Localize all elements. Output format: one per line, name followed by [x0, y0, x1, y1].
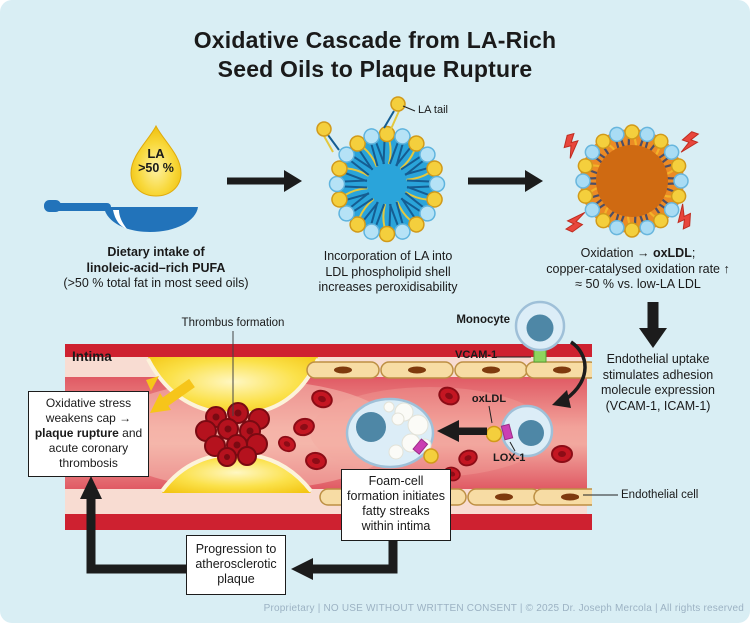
lox1-receptor — [500, 423, 514, 441]
flow-arrow-1 — [227, 170, 302, 192]
la-tail-callout-line — [402, 105, 416, 112]
oxldl-bound-particle — [485, 425, 503, 443]
progression-box: Progression to atherosclerotic plaque — [186, 535, 286, 595]
lox-callout-line — [509, 441, 516, 452]
feedback-arrow-foam-to-progression — [291, 540, 398, 580]
feedback-arrow-progression-to-rupture — [80, 476, 187, 574]
oxldl-particle — [560, 123, 701, 239]
endothelial-uptake-note: Endothelial uptake stimulates adhesion m… — [601, 352, 715, 413]
la-tail-label: LA tail — [418, 104, 448, 116]
rupture-box: Oxidative stress weakens cap → plaque ru… — [28, 391, 149, 477]
monocyte-label: Monocyte — [456, 314, 510, 326]
monocyte — [514, 300, 566, 352]
flow-arrow-down — [639, 302, 667, 348]
foam-cell-box: Foam-cell formation initiates fatty stre… — [341, 469, 451, 541]
thrombus-cluster — [195, 402, 270, 467]
endothelial-cell-label: Endothelial cell — [621, 489, 699, 501]
ldl-particle — [316, 96, 446, 243]
endothelial-row-bottom — [319, 488, 592, 506]
caption-dietary-intake: Dietary intake of linoleic-acid–rich PUF… — [63, 245, 249, 290]
plaque-rupture-arrow — [146, 376, 195, 413]
caption-oxidation: Oxidation → oxLDL; copper-catalysed oxid… — [546, 246, 730, 291]
artery-wall-top — [65, 344, 592, 357]
frying-pan — [44, 200, 198, 232]
lox1-label: LOX-1 — [493, 452, 526, 464]
monocyte-in-vessel — [485, 404, 554, 458]
droplet-label: LA >50 % — [138, 146, 174, 176]
title-line2: Seed Oils to Plaque Rupture — [217, 56, 533, 82]
flow-arrow-2 — [468, 170, 543, 192]
vcam-label: VCAM-1 — [455, 349, 498, 361]
copyright-footer: Proprietary | NO USE WITHOUT WRITTEN CON… — [263, 603, 744, 614]
free-phospholipids — [316, 96, 406, 153]
oxldl-label: oxLDL — [471, 393, 507, 405]
foam-formation-arrow — [437, 420, 487, 442]
thrombus-formation-label: Thrombus formation — [181, 317, 285, 329]
caption-ldl-incorporation: Incorporation of LA into LDL phospholipi… — [318, 249, 458, 294]
monocyte-entry-arrow — [552, 340, 587, 408]
oil-droplet — [130, 124, 182, 197]
title-line1: Oxidative Cascade from LA-Rich — [193, 27, 557, 53]
page-title: Oxidative Cascade from LA-Rich Seed Oils… — [0, 26, 750, 84]
intima-label: Intima — [72, 349, 112, 364]
artery-wall-bottom — [65, 514, 592, 530]
artery — [65, 344, 592, 530]
foam-cell — [345, 397, 439, 469]
oxldl-callout-line — [488, 405, 493, 424]
